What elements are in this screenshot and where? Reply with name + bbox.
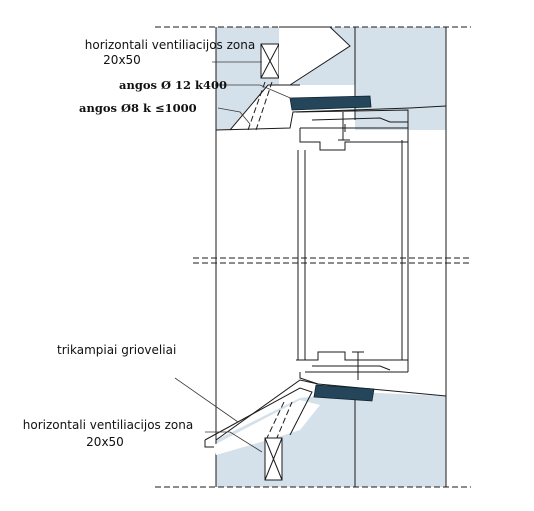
insulation-bottom-left xyxy=(216,392,355,487)
top-vent-detail xyxy=(229,26,351,131)
leader-lines xyxy=(174,61,296,453)
label-bottom-vent-line1: horizontali ventiliacijos zona xyxy=(23,418,193,432)
label-holes-8: angos Ø8 k ≤1000 xyxy=(79,101,197,115)
bottom-flashing xyxy=(313,384,375,402)
bottom-vent-detail xyxy=(204,387,320,481)
insulation-top-right xyxy=(355,27,446,130)
label-top-vent-line1: horizontali ventiliacijos zona xyxy=(85,38,255,52)
insulation-bottom-right xyxy=(355,392,446,487)
label-grooves: trikampiai grioveliai xyxy=(57,343,176,357)
label-holes-12: angos Ø 12 k400 xyxy=(119,78,227,92)
insulation-layers xyxy=(216,27,446,487)
window-frame xyxy=(295,109,409,385)
label-bottom-vent-line2: 20x50 xyxy=(86,435,124,449)
top-flashing xyxy=(289,95,372,111)
label-top-vent-line2: 20x50 xyxy=(103,53,141,67)
wall-outlines xyxy=(215,27,447,487)
